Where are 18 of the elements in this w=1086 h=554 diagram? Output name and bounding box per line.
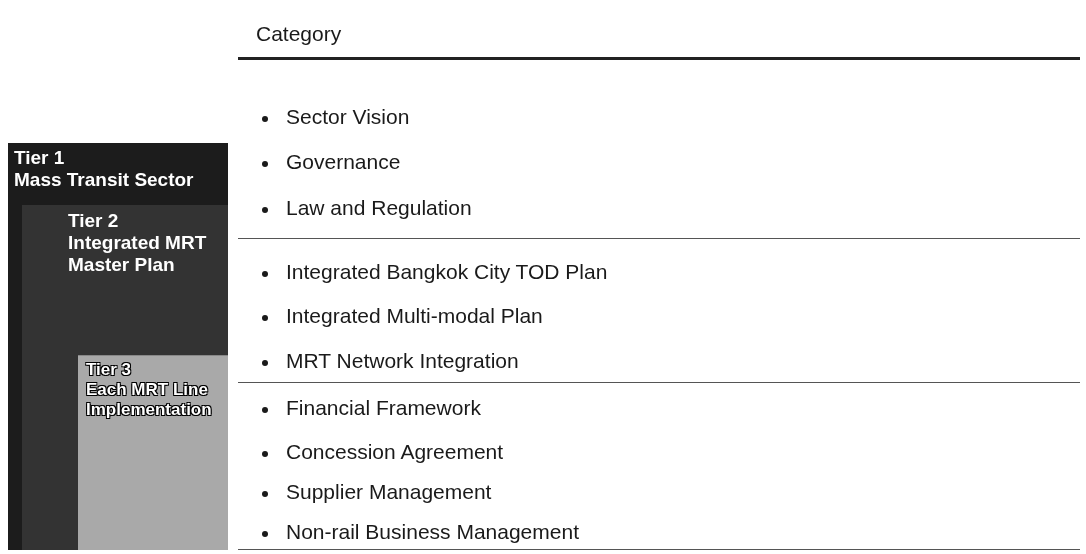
- tier-heading: Tier 2: [68, 210, 119, 232]
- category-item: MRT Network Integration: [286, 349, 519, 373]
- category-item: Financial Framework: [286, 396, 481, 420]
- category-item: Supplier Management: [286, 480, 492, 504]
- category-item: Sector Vision: [286, 105, 410, 129]
- tier-title: Mass Transit Sector: [14, 169, 195, 191]
- category-item: Non-rail Business Management: [286, 520, 579, 544]
- category-item: Law and Regulation: [286, 196, 472, 220]
- column-header: Category: [256, 22, 342, 46]
- category-item: Integrated Bangkok City TOD Plan: [286, 260, 608, 284]
- category-item: Concession Agreement: [286, 440, 504, 464]
- tier-panel: [22, 205, 228, 550]
- tier-panel: [8, 143, 228, 550]
- tier-panel: [78, 355, 228, 550]
- category-item: Governance: [286, 150, 401, 174]
- category-item: Integrated Multi-modal Plan: [286, 304, 543, 328]
- tier-title: Integrated MRT Master Plan: [68, 232, 208, 276]
- tier-heading: Tier 1: [14, 147, 65, 169]
